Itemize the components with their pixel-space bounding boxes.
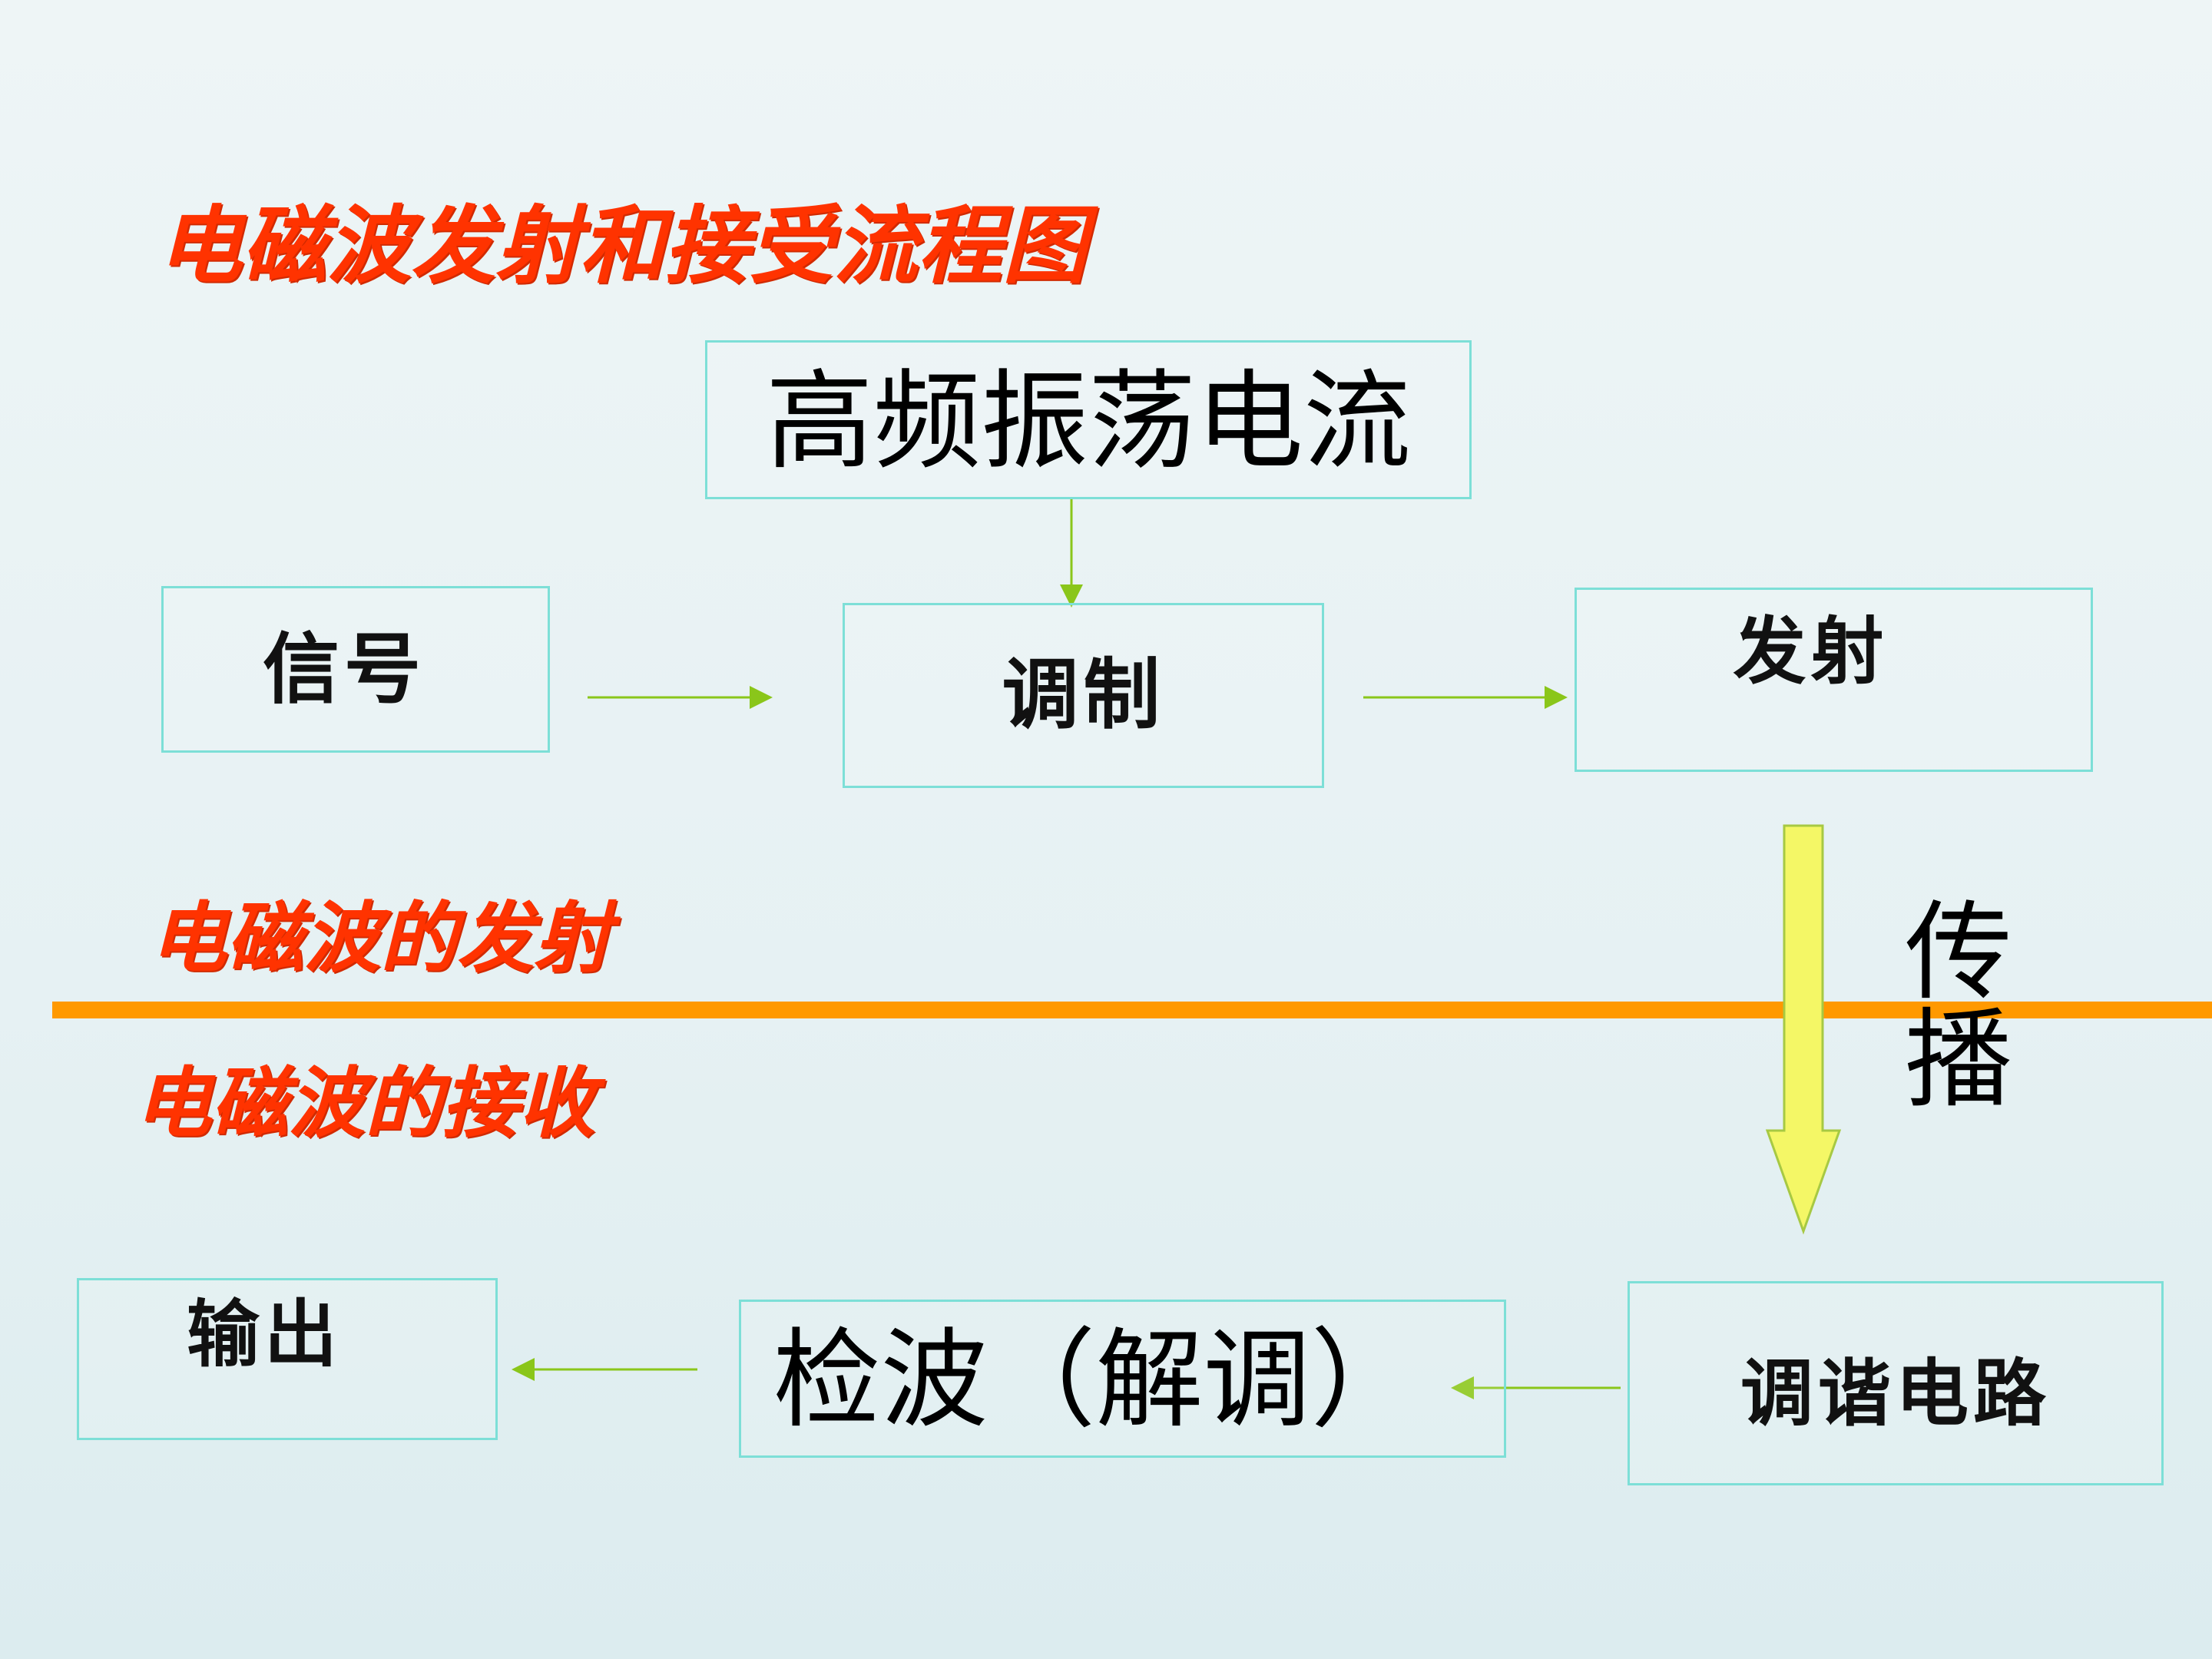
node-emit-label: 发射 xyxy=(1733,609,1889,694)
node-tuning-circuit-label: 调谐电路 xyxy=(1740,1351,2051,1436)
node-tuning-circuit: 调谐电路 xyxy=(1628,1281,2164,1485)
page-title: 电磁波发射和接受流程图 xyxy=(157,197,1087,295)
propagation-arrow xyxy=(1765,824,1842,1235)
section-label-transmit: 电磁波的发射 xyxy=(150,893,611,983)
propagation-label: 传播 xyxy=(1886,895,2012,1110)
node-hf-current: 高频振荡电流 xyxy=(705,340,1472,499)
node-signal-label: 信号 xyxy=(263,624,426,714)
node-emit: 发射 xyxy=(1575,588,2093,772)
propagation-label-text: 传播 xyxy=(1886,895,2012,1110)
node-modulation-label: 调制 xyxy=(1002,650,1165,740)
node-output-label: 输出 xyxy=(186,1293,342,1377)
node-demodulation: 检波（解调） xyxy=(739,1300,1506,1458)
node-hf-current-label: 高频振荡电流 xyxy=(765,359,1411,485)
node-output: 输出 xyxy=(77,1278,498,1440)
node-signal: 信号 xyxy=(161,586,550,753)
node-demodulation-label: 检波（解调） xyxy=(773,1318,1419,1443)
node-modulation: 调制 xyxy=(843,603,1324,788)
section-label-receive: 电磁波的接收 xyxy=(134,1058,595,1148)
